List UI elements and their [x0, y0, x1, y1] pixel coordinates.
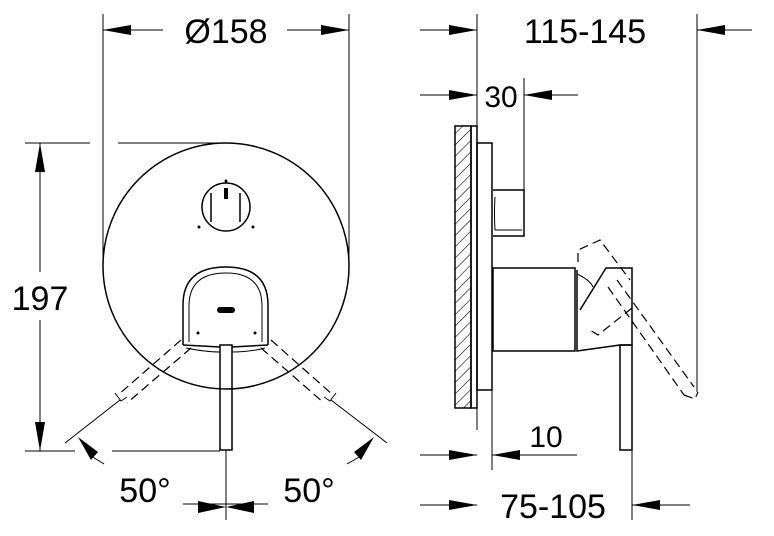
- plate-dimension: 10: [420, 390, 577, 470]
- total-depth-dimension: 75-105: [420, 450, 690, 526]
- diameter-dimension: Ø158: [102, 13, 350, 262]
- mixer-handle: [182, 266, 269, 451]
- height-label: 197: [12, 280, 69, 318]
- angle-right-label: 50°: [283, 472, 334, 510]
- body-depth-label: 30: [484, 81, 517, 114]
- angle-left-label: 50°: [119, 472, 170, 510]
- total-depth-label: 75-105: [500, 488, 606, 526]
- wall-section: [454, 125, 472, 409]
- handle-swing-lines: [64, 339, 388, 444]
- diverter-knob-side: [493, 189, 525, 237]
- projection-label: 115-145: [524, 13, 646, 51]
- plate-label: 10: [529, 421, 562, 454]
- height-dimension: 197: [12, 142, 225, 452]
- diverter-knob: [197, 179, 255, 232]
- lever-handle-side: [576, 239, 699, 451]
- diameter-label: Ø158: [184, 13, 267, 51]
- angle-dimensions: 50° 50°: [78, 437, 374, 520]
- projection-dimension: 115-145: [420, 13, 752, 430]
- side-view: 115-145 30 10 75-105: [420, 13, 752, 526]
- wall-tile: [470, 125, 478, 409]
- cover-plate-side: [476, 142, 493, 391]
- body-depth-dimension: 30: [420, 78, 578, 190]
- valve-body: [492, 267, 576, 352]
- front-view: Ø158 197 50° 50°: [12, 13, 388, 520]
- cover-plate: [102, 142, 350, 390]
